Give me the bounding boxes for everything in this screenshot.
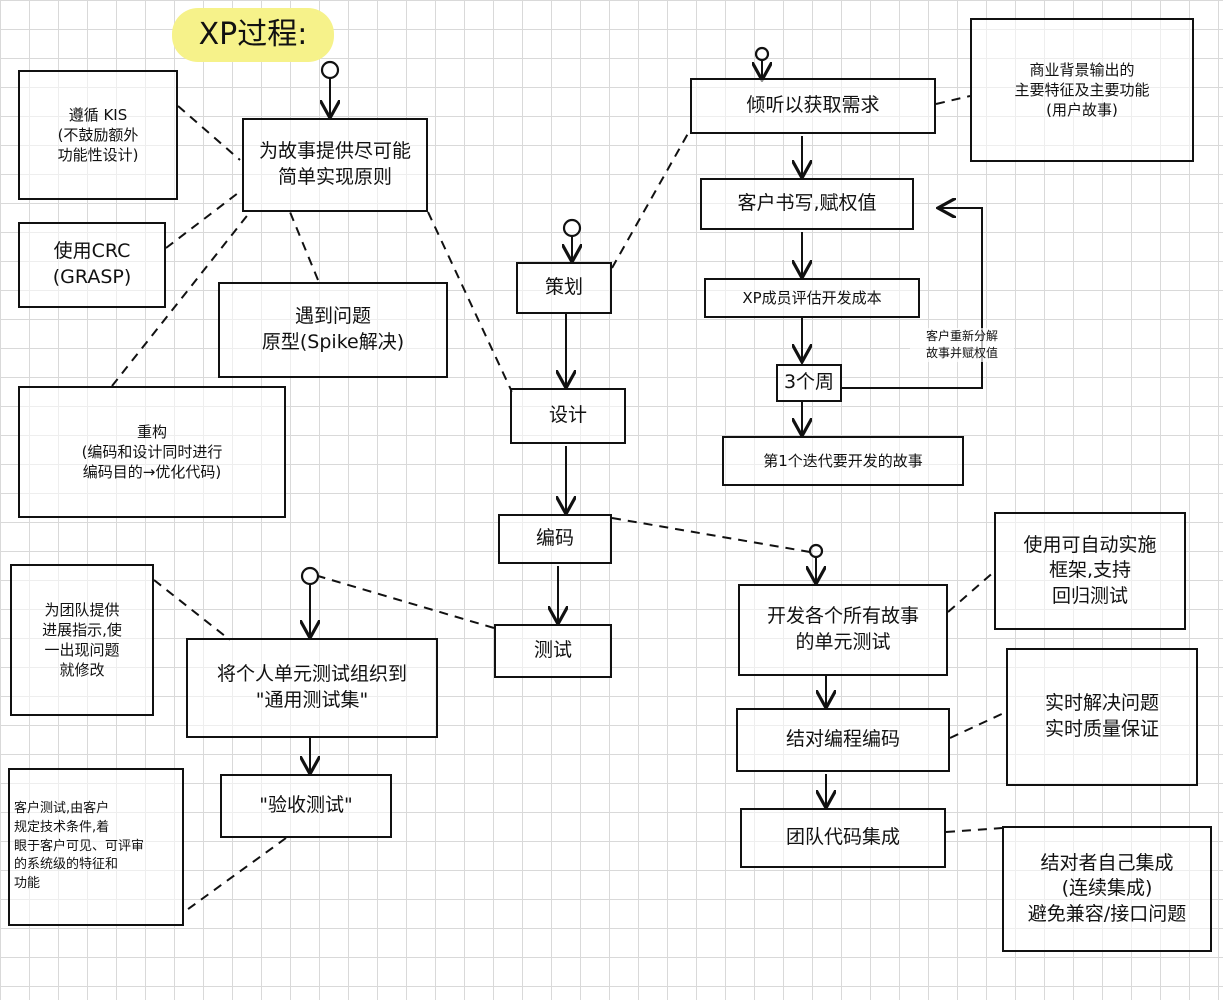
node-customer-write: 客户书写,赋权值 <box>700 178 914 230</box>
node-userstory: 商业背景输出的 主要特征及主要功能 (用户故事) <box>970 18 1194 162</box>
node-design: 设计 <box>510 388 626 444</box>
node-kis: 遵循 KIS (不鼓励额外 功能性设计) <box>18 70 178 200</box>
node-spike: 遇到问题 原型(Spike解决) <box>218 282 448 378</box>
link-accept-customer-test <box>183 837 287 913</box>
start-marker-design <box>320 60 340 80</box>
link-autoframework-unit-test <box>947 569 997 613</box>
link-plan-listen <box>611 129 691 269</box>
link-pairintegrate-integrate <box>945 827 1003 833</box>
start-marker-plan <box>562 218 582 238</box>
node-team-progress: 为团队提供 进展指示,使 一出现问题 就修改 <box>10 564 154 716</box>
link-progress-unit-suite <box>153 579 231 641</box>
node-xp-estimate: XP成员评估开发成本 <box>704 278 920 318</box>
node-integrate: 团队代码集成 <box>740 808 946 868</box>
start-marker-test <box>300 566 320 586</box>
node-realtime: 实时解决问题 实时质量保证 <box>1006 648 1198 786</box>
node-listen: 倾听以获取需求 <box>690 78 936 134</box>
node-code: 编码 <box>498 514 612 564</box>
node-auto-framework: 使用可自动实施 框架,支持 回归测试 <box>994 512 1186 630</box>
link-kis-simple <box>177 105 241 161</box>
start-marker-listen <box>754 46 770 62</box>
node-plan: 策划 <box>516 262 612 314</box>
node-first-iteration: 第1个迭代要开发的故事 <box>722 436 964 486</box>
node-pair-integrate: 结对者自己集成 (连续集成) 避免兼容/接口问题 <box>1002 826 1212 952</box>
link-realtime-pair <box>949 711 1007 739</box>
link-spike-simple <box>289 211 319 281</box>
node-acceptance-test: "验收测试" <box>220 774 392 838</box>
page-title: XP过程: <box>172 8 334 62</box>
node-crc: 使用CRC (GRASP) <box>18 222 166 308</box>
node-dev-unit-test: 开发各个所有故事 的单元测试 <box>738 584 948 676</box>
node-test: 测试 <box>494 624 612 678</box>
node-pair-programming: 结对编程编码 <box>736 708 950 772</box>
annotation-customer-split: 客户重新分解 故事并赋权值 <box>910 328 1014 362</box>
link-test-start <box>317 575 495 629</box>
start-marker-unit-test <box>808 543 824 559</box>
node-unit-suite: 将个人单元测试组织到 "通用测试集" <box>186 638 438 738</box>
node-refactor: 重构 (编码和设计同时进行 编码目的→优化代码) <box>18 386 286 518</box>
node-simple: 为故事提供尽可能 简单实现原则 <box>242 118 428 212</box>
link-code-unit-test <box>611 517 811 553</box>
node-weeks: 3个周 <box>776 364 842 402</box>
link-listen-userstory <box>935 95 971 105</box>
node-customer-test: 客户测试,由客户 规定技术条件,着 眼于客户可见、可评审 的系统级的特征和 功能 <box>8 768 184 926</box>
